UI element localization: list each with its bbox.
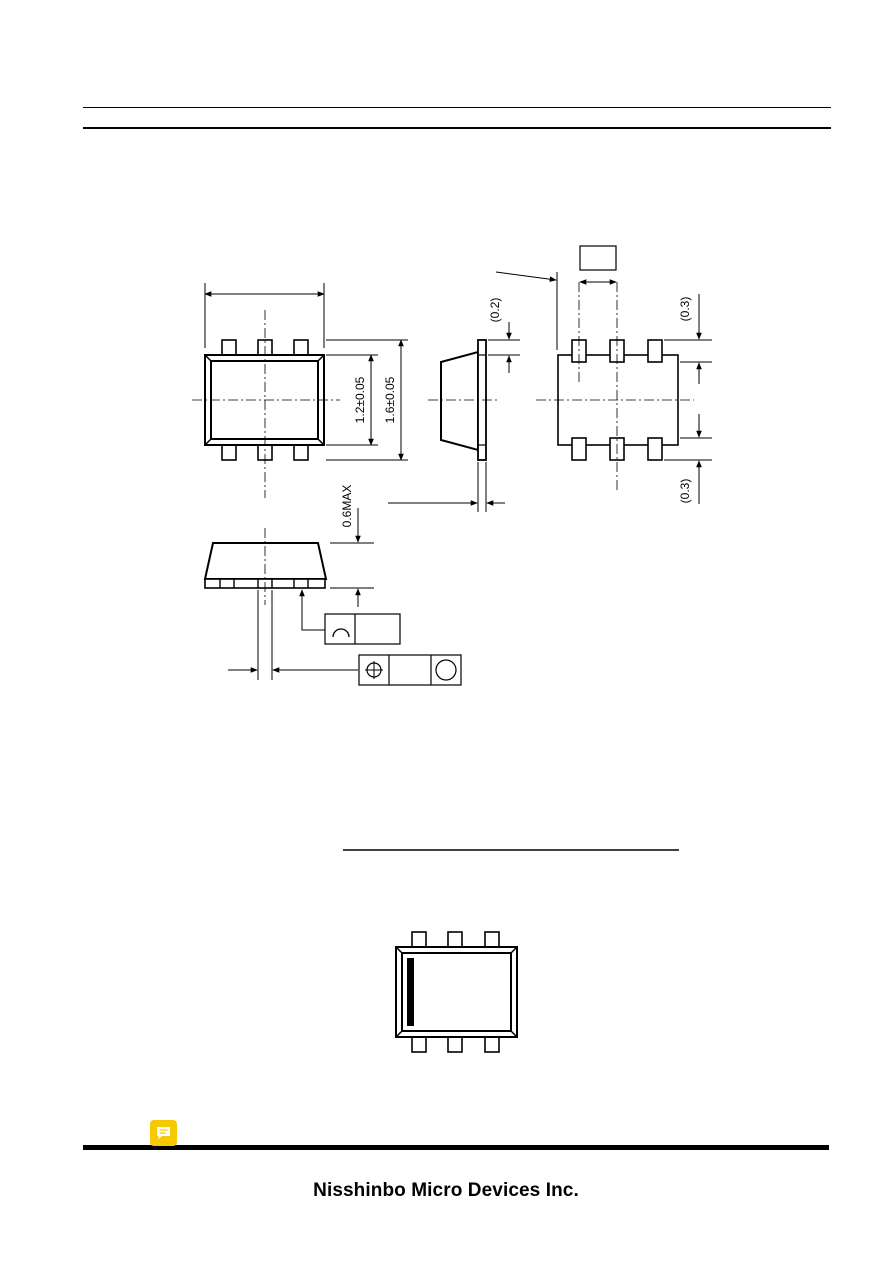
pin1-marking-bar [407,958,414,1026]
header-thin-rule [83,107,831,108]
side-body [440,350,479,452]
front-body [203,542,328,580]
lead [484,931,500,949]
marking-body [395,946,518,1038]
dim-1-6-label: 1.6±0.05 [383,376,397,423]
lead [447,931,463,949]
front-view [203,508,374,680]
dim-0-3-top-label: (0.3) [678,297,692,322]
pad [647,437,663,461]
crosshair-circle-icon [365,661,383,679]
footer-rule [83,1145,829,1150]
marking-view [395,931,518,1053]
pad [571,437,587,461]
lead [411,931,427,949]
lead [293,443,309,461]
circle-icon [435,659,457,681]
dim-1-2-label: 1.2±0.05 [353,376,367,423]
lead [221,443,237,461]
dim-0-6max-label: 0.6MAX [340,485,354,528]
profile-tolerance-frame [324,613,401,645]
position-tolerance-frame [358,654,462,686]
lead [411,1035,427,1053]
pad [647,339,663,363]
dim-0-3-bottom-label: (0.3) [678,479,692,504]
comment-icon[interactable] [150,1120,177,1146]
company-name: Nisshinbo Micro Devices Inc. [313,1180,579,1201]
top-view [192,283,408,498]
dim-0-2-label: (0.2) [488,298,502,323]
lead [484,1035,500,1053]
lead [221,339,237,357]
lead [293,339,309,357]
bottom-view [495,245,712,504]
header-thick-rule [83,127,831,129]
pitch-dim-box [579,245,617,271]
lead [447,1035,463,1053]
side-view [388,322,520,512]
arc-icon [332,628,350,638]
